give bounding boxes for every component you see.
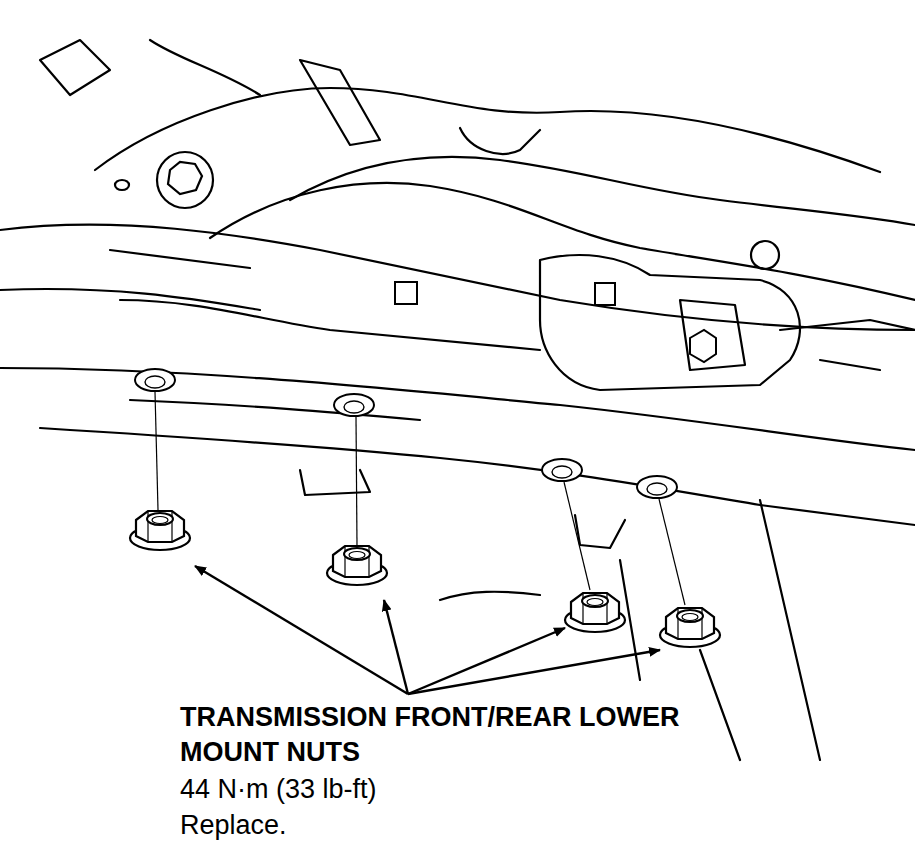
part-label: TRANSMISSION FRONT/REAR LOWER MOUNT NUTS	[180, 700, 700, 770]
frame-lines	[0, 40, 915, 760]
arm-bolt	[115, 152, 213, 208]
mount-holes	[135, 369, 677, 498]
service-note: Replace.	[180, 808, 740, 843]
alignment-lines	[155, 392, 685, 605]
leader-arrows	[195, 566, 660, 694]
torque-spec: 44 N·m (33 lb-ft)	[180, 772, 740, 807]
mount-studs	[395, 282, 716, 362]
